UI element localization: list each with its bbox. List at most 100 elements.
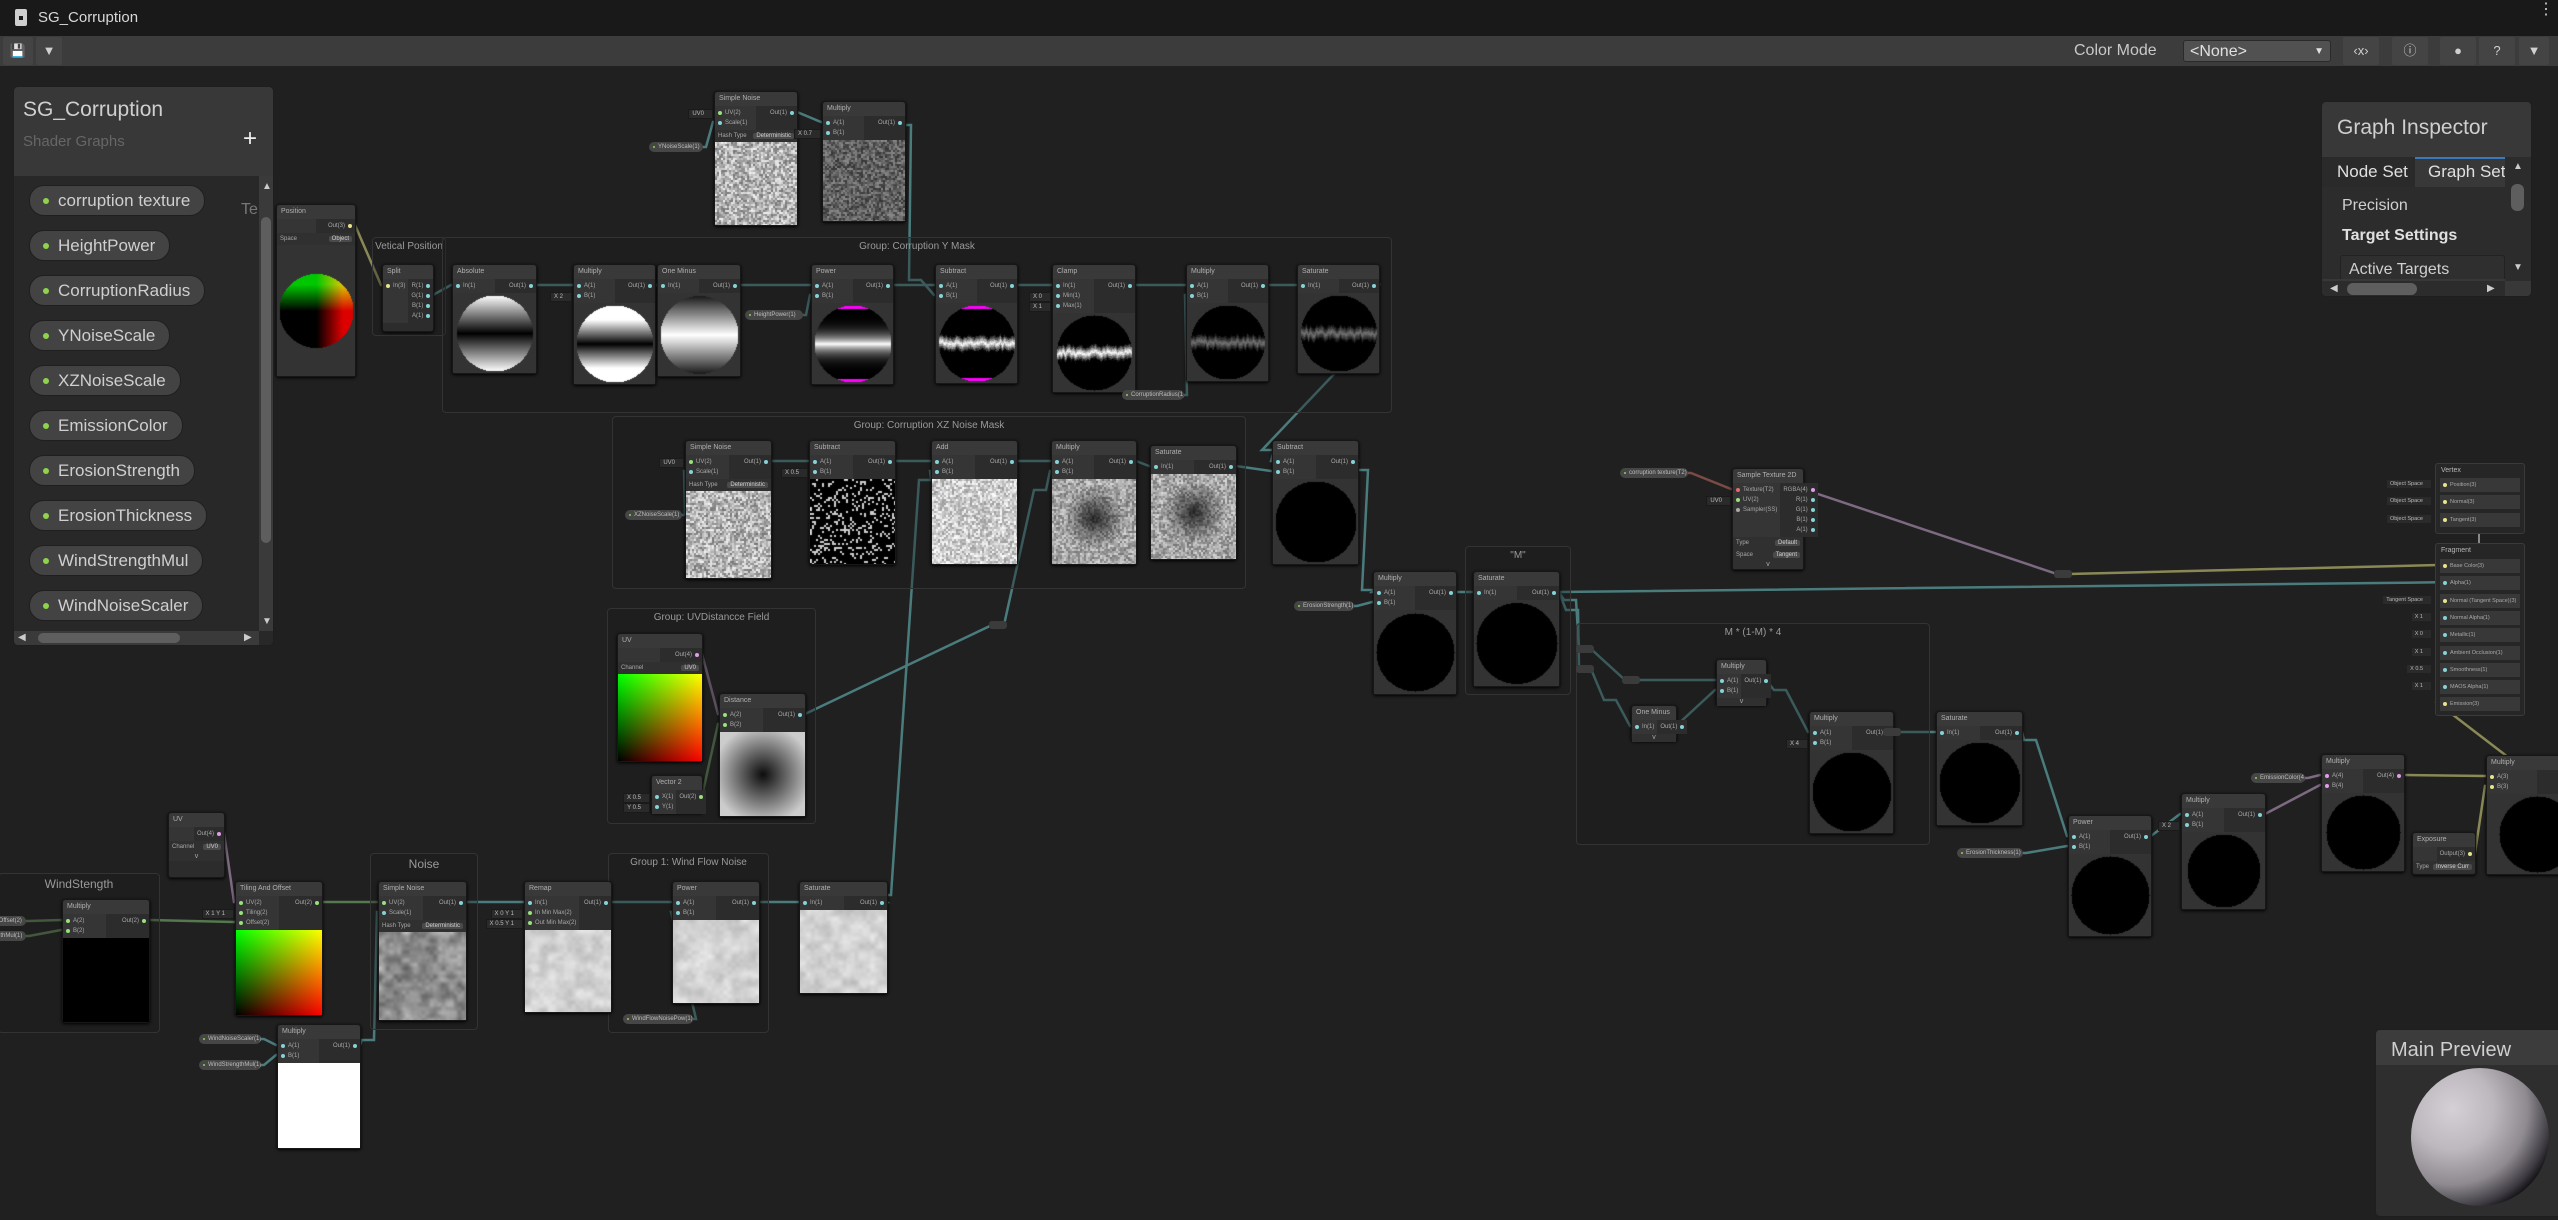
port-connector-icon[interactable] <box>1813 741 1817 745</box>
port-connector-icon[interactable] <box>459 901 463 905</box>
output-port[interactable]: Out(2) <box>106 916 149 926</box>
port-connector-icon[interactable] <box>281 1054 285 1058</box>
inspector-vertical-scrollbar[interactable]: ▲ ▼ <box>2505 157 2531 281</box>
block-node[interactable]: MAOS Alpha(1) <box>2440 680 2520 695</box>
graph-inspector-toggle-button[interactable]: ⓘ <box>2392 37 2428 65</box>
input-port[interactable]: UV(2) <box>236 898 279 908</box>
port-connector-icon[interactable] <box>2072 845 2076 849</box>
block-value-field[interactable]: Object Space <box>2386 497 2431 506</box>
scroll-right-icon[interactable]: ▶ <box>244 632 252 643</box>
output-port[interactable]: Out(1) <box>729 457 772 467</box>
setting-dropdown[interactable]: Deterministic <box>753 133 794 139</box>
output-port[interactable]: Out(1) <box>319 1041 360 1051</box>
vertical-scrollbar[interactable]: ▲ ▼ <box>259 176 273 631</box>
output-port[interactable]: Out(1) <box>864 118 905 128</box>
output-port[interactable]: B(1) <box>408 301 433 311</box>
property-node-pCR[interactable]: CorruptionRadius(1) <box>1122 390 1184 400</box>
setting-dropdown[interactable]: Tangent <box>1772 552 1800 558</box>
group-title[interactable]: Vetical Position <box>375 241 443 252</box>
input-port[interactable]: In(1) <box>525 898 579 908</box>
port-connector-icon[interactable] <box>239 911 243 915</box>
scrollbar-thumb[interactable] <box>38 633 180 643</box>
port-connector-icon[interactable] <box>2443 615 2447 620</box>
output-port[interactable]: Out(1) <box>1094 281 1135 291</box>
property-node-pWSM[interactable]: WindStrengthMul(1) <box>199 1060 261 1070</box>
inline-value-field[interactable]: X 0 <box>1028 292 1051 302</box>
input-port[interactable]: UV(2) <box>686 457 729 467</box>
port-connector-icon[interactable] <box>2490 785 2494 789</box>
output-port[interactable]: Out(1) <box>844 898 888 908</box>
main-preview-toggle-button[interactable]: ● <box>2440 37 2476 65</box>
input-port[interactable]: UV(2) <box>379 898 423 908</box>
port-connector-icon[interactable] <box>1010 460 1014 464</box>
output-port[interactable]: Out(1) <box>579 898 611 908</box>
port-connector-icon[interactable] <box>886 284 890 288</box>
output-port[interactable]: A(1) <box>1780 525 1817 535</box>
output-port[interactable]: Out(1) <box>495 281 537 291</box>
property-node-pWNS[interactable]: WindNoiseScaler(1) <box>199 1034 261 1044</box>
port-connector-icon[interactable] <box>2468 852 2472 856</box>
output-port[interactable]: R(1) <box>1780 495 1817 505</box>
reroute-node[interactable] <box>1576 645 1594 653</box>
input-port[interactable]: B(1) <box>1717 686 1741 696</box>
input-port[interactable]: Y(1) <box>652 802 676 812</box>
input-port[interactable]: A(1) <box>574 281 615 291</box>
port-connector-icon[interactable] <box>1449 591 1453 595</box>
input-port[interactable]: A(1) <box>1374 588 1415 598</box>
port-connector-icon[interactable] <box>2443 564 2447 568</box>
property-node-pES[interactable]: ErosionStrength(1) <box>1294 601 1354 611</box>
more-dropdown-button[interactable]: ▼ <box>2519 37 2549 65</box>
property-node-pET[interactable]: ErosionThickness(1) <box>1957 848 2023 858</box>
port-connector-icon[interactable] <box>604 901 608 905</box>
scroll-left-icon[interactable]: ◀ <box>18 632 26 643</box>
port-connector-icon[interactable] <box>217 832 221 836</box>
port-connector-icon[interactable] <box>2258 813 2262 817</box>
output-port[interactable]: Out(1) <box>1194 462 1237 472</box>
port-connector-icon[interactable] <box>939 294 943 298</box>
port-connector-icon[interactable] <box>813 470 817 474</box>
input-port[interactable]: A(1) <box>1810 728 1852 738</box>
port-connector-icon[interactable] <box>1190 284 1194 288</box>
input-port[interactable]: Scale(1) <box>715 118 756 128</box>
input-port[interactable]: B(2) <box>720 720 763 730</box>
port-connector-icon[interactable] <box>723 713 727 717</box>
output-port[interactable]: Out(1) <box>1316 457 1359 467</box>
property-node-pWO[interactable]: WindOffset(2) <box>0 916 26 926</box>
port-connector-icon[interactable] <box>2325 784 2329 788</box>
port-connector-icon[interactable] <box>1810 518 1815 522</box>
setting-dropdown[interactable]: Object <box>328 236 352 242</box>
port-connector-icon[interactable] <box>66 919 70 923</box>
port-connector-icon[interactable] <box>2443 702 2447 707</box>
port-connector-icon[interactable] <box>2144 835 2148 839</box>
port-connector-icon[interactable] <box>723 723 727 727</box>
setting-dropdown[interactable]: Default <box>1774 540 1800 546</box>
block-value-field[interactable]: Object Space <box>2386 480 2431 488</box>
inline-value-field[interactable]: X 0.5 <box>622 793 650 803</box>
port-connector-icon[interactable] <box>577 284 581 288</box>
output-port[interactable]: Out(1) <box>1415 588 1456 598</box>
collapse-chevron-icon[interactable]: v <box>169 853 224 861</box>
input-port[interactable]: In(1) <box>1474 588 1517 598</box>
collapse-chevron-icon[interactable]: v <box>1733 561 1803 569</box>
output-port[interactable]: Out(1) <box>756 108 797 118</box>
port-connector-icon[interactable] <box>577 294 581 298</box>
port-connector-icon[interactable] <box>2443 483 2447 487</box>
property-node-pHP[interactable]: HeightPower(1) <box>745 310 803 320</box>
port-connector-icon[interactable] <box>676 901 680 905</box>
port-connector-icon[interactable] <box>826 131 830 135</box>
output-port[interactable]: Out(1) <box>763 710 806 720</box>
port-connector-icon[interactable] <box>1055 460 1059 464</box>
port-connector-icon[interactable] <box>676 911 680 915</box>
input-port[interactable]: B(1) <box>1273 467 1316 477</box>
